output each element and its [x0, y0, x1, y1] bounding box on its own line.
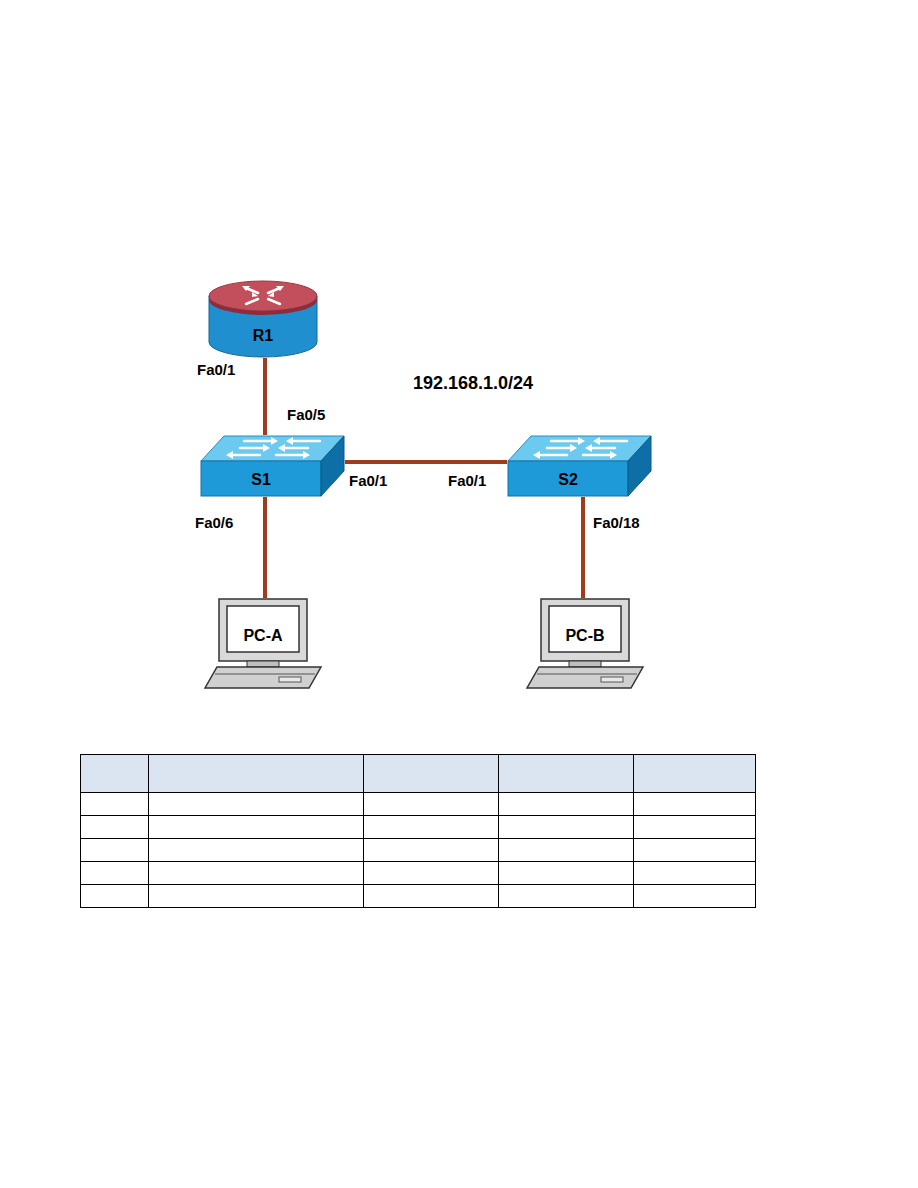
device-name: R1 — [208, 327, 318, 345]
switch-icon-art — [507, 435, 652, 497]
port-label: Fa0/1 — [349, 472, 387, 490]
pc-icon: PC-A — [203, 598, 323, 690]
port-label: Fa0/1 — [448, 472, 486, 490]
switch-icon-art — [200, 435, 345, 497]
switch-icon: S1 — [200, 435, 345, 497]
device-name: PC-B — [549, 627, 621, 645]
router-icon: R1 — [208, 280, 318, 358]
port-label: Fa0/18 — [593, 514, 640, 532]
router-icon-art — [208, 280, 318, 358]
port-label: Fa0/5 — [287, 406, 325, 424]
port-label: Fa0/1 — [197, 361, 235, 379]
ethernet-link — [583, 497, 584, 598]
ethernet-link — [345, 462, 507, 463]
device-name: S1 — [200, 471, 322, 489]
device-name: PC-A — [227, 627, 299, 645]
port-label: Fa0/6 — [195, 514, 233, 532]
ethernet-link — [265, 497, 266, 598]
ethernet-link — [265, 358, 266, 435]
switch-icon: S2 — [507, 435, 652, 497]
network-address: 192.168.1.0/24 — [413, 372, 533, 394]
device-name: S2 — [507, 471, 629, 489]
pc-icon: PC-B — [525, 598, 645, 690]
